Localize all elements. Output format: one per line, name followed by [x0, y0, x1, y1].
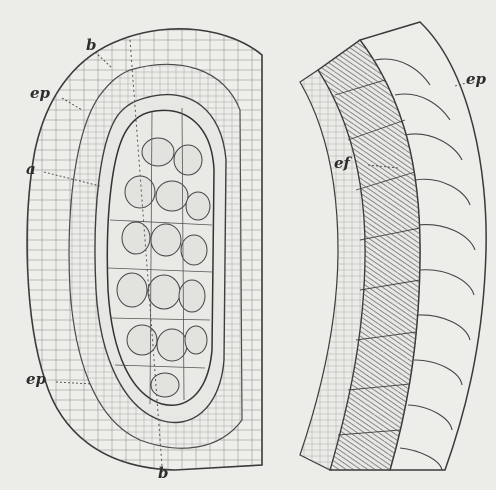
right-section-drawing — [300, 22, 486, 470]
label-ep-top-left: ep — [30, 86, 50, 101]
label-b-top: b — [86, 38, 97, 53]
left-section-drawing — [27, 29, 262, 470]
label-ep-bottom-left: ep — [26, 372, 46, 387]
label-b-bottom: b — [158, 466, 169, 481]
label-ef-right: ef — [334, 156, 350, 171]
label-ep-top-right: ep — [466, 72, 486, 87]
label-a-left: a — [26, 162, 36, 177]
